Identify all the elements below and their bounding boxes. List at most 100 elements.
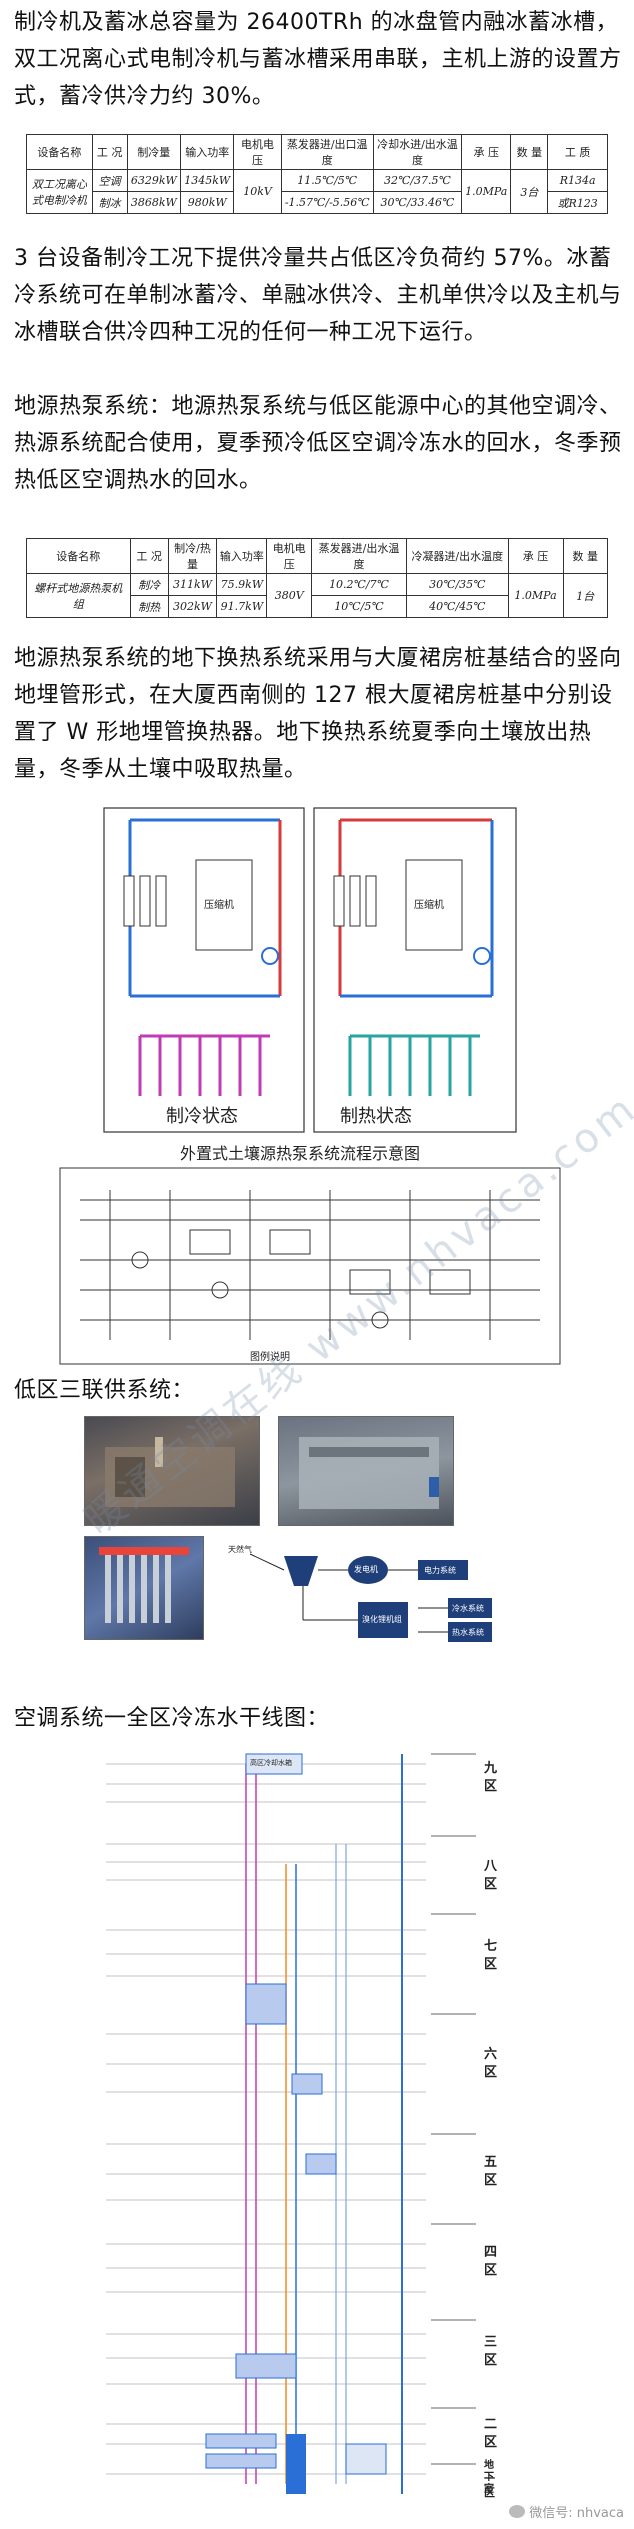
legend-label: 图例说明 bbox=[250, 1352, 290, 1363]
table-cell: 30℃/35℃ bbox=[406, 573, 509, 596]
table-header-row: 设备名称 工 况 制冷/热量 输入功率 电机电压 蒸发器进/出水温度 冷凝器进/… bbox=[26, 538, 609, 574]
soil-source-flow-diagram: 外置式土壤源热泵系统流程示意图 图例说明 bbox=[50, 1140, 570, 1370]
zone-4-label: 四区 bbox=[484, 2245, 498, 2278]
table-cell: 1345kW bbox=[180, 169, 235, 192]
table-cell: 3台 bbox=[510, 169, 549, 214]
intro-paragraph: 制冷机及蓄冰总容量为 26400TRh 的冰盘管内融冰蓄冰槽，双工况离心式电制冷… bbox=[14, 10, 622, 109]
wechat-id: 微信号: nhvaca bbox=[529, 2506, 624, 2521]
table-cell: 制冷 bbox=[129, 573, 169, 596]
table-cell: 3868kW bbox=[126, 191, 182, 214]
zone-9-label: 九区 bbox=[484, 1761, 498, 1794]
engine-room-svg bbox=[105, 1437, 235, 1507]
hot-water-label: 热水系统 bbox=[452, 1628, 484, 1637]
soil-source-title: 外置式土壤源热泵系统流程示意图 bbox=[180, 1144, 421, 1163]
table-header-cell: 数 量 bbox=[510, 134, 549, 170]
trigeneration-heading: 低区三联供系统： bbox=[14, 1378, 195, 1403]
table-cell: 6329kW bbox=[126, 169, 182, 192]
generator-label: 发电机 bbox=[354, 1565, 378, 1574]
zone-3-label: 三区 bbox=[484, 2335, 498, 2368]
table-row: 制热 302kW 91.7kW 10℃/5℃ 40℃/45℃ bbox=[27, 595, 608, 618]
table-cell: 空调 bbox=[91, 169, 128, 192]
basement-zone-label: 地下室 bbox=[484, 2460, 494, 2495]
table-header-cell: 设备名称 bbox=[26, 134, 93, 170]
table-header-cell: 电机电压 bbox=[266, 538, 312, 574]
zone-6-label: 六区 bbox=[484, 2047, 498, 2080]
table-header-cell: 制冷/热量 bbox=[167, 538, 218, 574]
soil-source-svg bbox=[59, 1167, 561, 1365]
table-cell: 10.2℃/7℃ bbox=[310, 573, 408, 596]
table-cell: 30℃/33.46℃ bbox=[372, 191, 463, 214]
table-header-cell: 输入功率 bbox=[180, 134, 235, 170]
table-header-cell: 数 量 bbox=[562, 538, 609, 574]
riser-svg bbox=[106, 1753, 476, 2494]
table-cell: 10℃/5℃ bbox=[310, 595, 408, 618]
zone-7-label: 七区 bbox=[484, 1939, 498, 1972]
table-header-cell: 蒸发器进/出口温度 bbox=[280, 134, 374, 170]
table-header-cell: 工 质 bbox=[547, 134, 608, 170]
compressor-label: 压缩机 bbox=[414, 900, 444, 911]
table-header-cell: 工 况 bbox=[91, 134, 128, 170]
table-cell: R134a bbox=[547, 169, 608, 192]
table-cell: 302kW bbox=[167, 595, 218, 618]
gas-input-label: 天然气 bbox=[228, 1545, 252, 1554]
table-cell: 双工况离心式电制冷机 bbox=[26, 169, 93, 214]
table-header-cell: 承 压 bbox=[461, 134, 512, 170]
heat-exchanger-svg bbox=[99, 1547, 189, 1623]
chilled-water-riser-diagram: 高区冷却水箱 九区 八区 七区 六区 五区 四区 三区 二区 一区 bbox=[96, 1744, 528, 2504]
zone-8-label: 八区 bbox=[484, 1859, 498, 1892]
wechat-badge: 微信号: nhvaca bbox=[509, 2502, 624, 2521]
chiller-spec-table: 设备名称 工 况 制冷量 输入功率 电机电压 蒸发器进/出口温度 冷却水进/出水… bbox=[26, 134, 608, 214]
table-cell: 980kW bbox=[180, 191, 235, 214]
table-cell: 1.0MPa bbox=[507, 573, 564, 618]
ground-loop-paragraph: 地源热泵系统的地下换热系统采用与大厦裙房桩基结合的竖向地埋管形式，在大厦西南侧的… bbox=[14, 646, 622, 782]
table-header-cell: 输入功率 bbox=[216, 538, 268, 574]
absorption-chiller-photo bbox=[278, 1416, 454, 1526]
ice-storage-paragraph: 3 台设备制冷工况下提供冷量共占低区冷负荷约 57%。冰蓄冷系统可在单制冰蓄冷、… bbox=[14, 246, 622, 345]
table-cell: 螺杆式地源热泵机组 bbox=[26, 573, 131, 618]
zone-1-label: 一区 bbox=[484, 2472, 495, 2499]
heating-state-label: 制热状态 bbox=[340, 1106, 412, 1127]
engine-room-photo bbox=[84, 1416, 260, 1526]
trigeneration-flow-svg bbox=[249, 1553, 492, 1642]
zone-5-label: 五区 bbox=[484, 2155, 498, 2188]
table-header-cell: 制冷量 bbox=[126, 134, 182, 170]
table-header-cell: 冷却水进/出水温度 bbox=[372, 134, 463, 170]
cooling-state-label: 制冷状态 bbox=[166, 1106, 238, 1127]
table-cell: 制冰 bbox=[91, 191, 128, 214]
table-cell: 1台 bbox=[562, 573, 609, 618]
table-cell: 40℃/45℃ bbox=[406, 595, 509, 618]
heat-pump-states-svg bbox=[103, 807, 517, 1133]
table-cell: 311kW bbox=[167, 573, 218, 596]
chilled-water-label: 冷水系统 bbox=[452, 1604, 484, 1613]
table-row: 双工况离心式电制冷机 空调 6329kW 1345kW 10kV 11.5℃/5… bbox=[26, 169, 608, 214]
table-row: 螺杆式地源热泵机组 制冷 311kW 75.9kW 380V 10.2℃/7℃ … bbox=[26, 573, 609, 618]
table-header-row: 设备名称 工 况 制冷量 输入功率 电机电压 蒸发器进/出口温度 冷却水进/出水… bbox=[26, 134, 608, 170]
compressor-label: 压缩机 bbox=[204, 900, 234, 911]
power-system-label: 电力系统 bbox=[424, 1566, 456, 1575]
trigeneration-flow-diagram: 天然气 发电机 电力系统 溴化锂机组 冷水系统 热水系统 bbox=[228, 1540, 528, 1650]
table-header-cell: 冷凝器进/出水温度 bbox=[406, 538, 509, 574]
table-cell: 380V bbox=[266, 573, 312, 618]
table-cell: 75.9kW bbox=[216, 573, 268, 596]
table-header-cell: 工 况 bbox=[129, 538, 169, 574]
table-cell: 10kV bbox=[233, 169, 282, 214]
high-zone-tank-label: 高区冷却水箱 bbox=[250, 1759, 292, 1767]
table-cell: 91.7kW bbox=[216, 595, 268, 618]
heat-pump-states-diagram: 压缩机 压缩机 制冷状态 制热状态 bbox=[100, 806, 520, 1136]
table-cell: -1.57℃/-5.56℃ bbox=[280, 191, 374, 214]
absorption-chiller-svg bbox=[299, 1437, 439, 1509]
table-header-cell: 设备名称 bbox=[26, 538, 131, 574]
table-cell: 32℃/37.5℃ bbox=[372, 169, 463, 192]
heat-pump-spec-table: 设备名称 工 况 制冷/热量 输入功率 电机电压 蒸发器进/出水温度 冷凝器进/… bbox=[26, 538, 609, 618]
absorption-unit-label: 溴化锂机组 bbox=[362, 1615, 402, 1624]
table-header-cell: 蒸发器进/出水温度 bbox=[310, 538, 408, 574]
table-cell: 11.5℃/5℃ bbox=[280, 169, 374, 192]
ground-source-paragraph: 地源热泵系统：地源热泵系统与低区能源中心的其他空调冷、热源系统配合使用，夏季预冷… bbox=[14, 394, 622, 493]
table-cell: 或R123 bbox=[547, 191, 608, 214]
table-cell: 1.0MPa bbox=[461, 169, 512, 214]
table-cell: 制热 bbox=[129, 595, 169, 618]
table-header-cell: 电机电压 bbox=[233, 134, 282, 170]
zone-2-label: 二区 bbox=[484, 2417, 498, 2450]
wechat-icon bbox=[509, 2505, 526, 2518]
riser-heading: 空调系统一全区冷冻水干线图： bbox=[14, 1706, 330, 1731]
